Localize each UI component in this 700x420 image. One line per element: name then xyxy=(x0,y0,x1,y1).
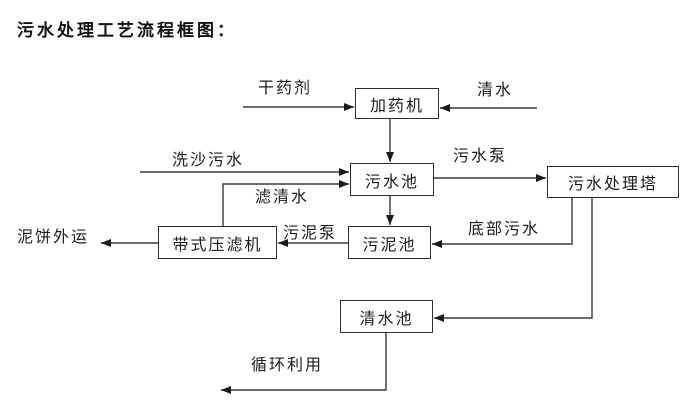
flow-label-bottom-sewage: 底部污水 xyxy=(468,219,541,238)
flow-label-sand-washing-sewage: 洗沙污水 xyxy=(172,150,245,169)
arrow-clean-water-pool-to-recycle xyxy=(221,333,387,394)
arrow-filtered-water-to-sewage-pool xyxy=(222,180,349,226)
node-sludge-pool: 污泥池 xyxy=(348,226,431,259)
node-treatment-tower: 污水处理塔 xyxy=(547,166,679,198)
node-sewage-pool: 污水池 xyxy=(350,163,434,196)
flow-label-dry-agent: 干药剂 xyxy=(258,78,313,97)
flow-label-sludge-pump: 污泥泵 xyxy=(283,223,338,242)
flow-label-clean-water: 清水 xyxy=(477,80,514,99)
flow-label-recycle-use: 循环利用 xyxy=(251,355,324,374)
flow-label-filtered-water: 滤清水 xyxy=(255,187,310,206)
arrow-tower-to-clean-water-pool xyxy=(434,198,593,322)
arrow-bottom-sewage-to-sludge-pool xyxy=(432,198,573,248)
flow-label-sewage-pump: 污水泵 xyxy=(453,146,508,165)
node-dosing-machine: 加药机 xyxy=(355,88,439,119)
node-clean-water-pool: 清水池 xyxy=(340,300,433,333)
flow-label-mud-cake-out: 泥饼外运 xyxy=(17,227,90,246)
node-belt-filter-press: 带式压滤机 xyxy=(158,226,277,259)
page-title: 污水处理工艺流程框图： xyxy=(17,21,237,41)
